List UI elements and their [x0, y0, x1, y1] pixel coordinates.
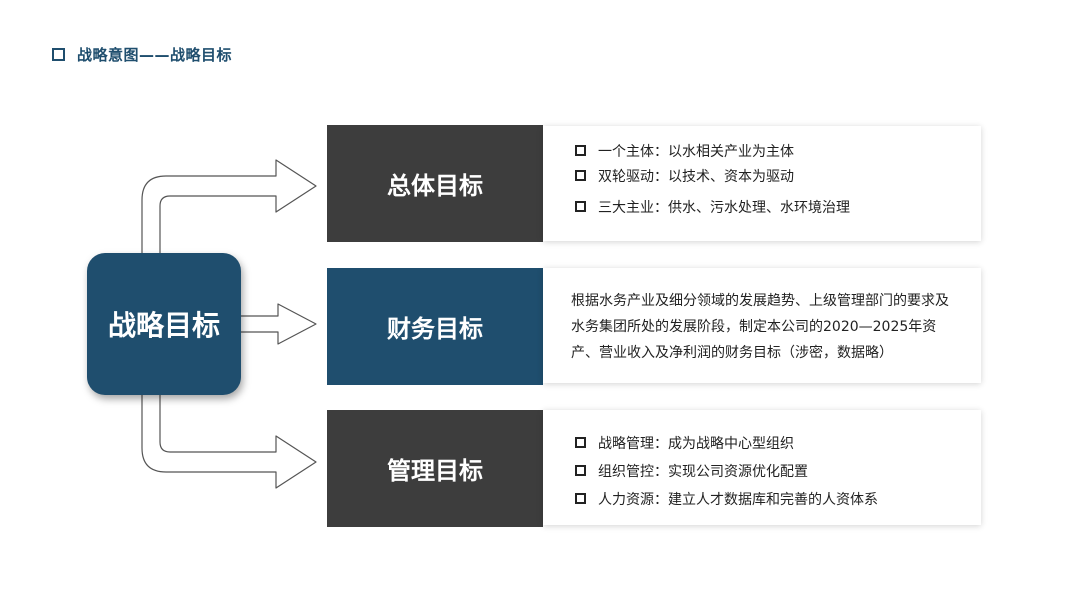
- financial-goal-text: 根据水务产业及细分领域的发展趋势、上级管理部门的要求及水务集团所处的发展阶段，制…: [571, 293, 949, 361]
- checkbox-bullet-icon: [575, 201, 586, 212]
- checkbox-bullet-icon: [575, 465, 586, 476]
- overall-goal-label: 总体目标: [387, 172, 483, 200]
- overall-goal-card: 一个主体：以水相关产业为主体 双轮驱动：以技术、资本为驱动 三大主业：供水、污水…: [543, 126, 981, 241]
- list-item: 人力资源：建立人才数据库和完善的人资体系: [575, 486, 878, 511]
- bullet-text: 双轮驱动：以技术、资本为驱动: [598, 168, 794, 185]
- page-header: 战略意图——战略目标: [52, 43, 232, 65]
- bullet-text: 三大主业：供水、污水处理、水环境治理: [598, 199, 850, 216]
- list-item: 双轮驱动：以技术、资本为驱动: [575, 163, 850, 188]
- square-bullet-icon: [52, 47, 65, 61]
- checkbox-bullet-icon: [575, 493, 586, 504]
- strategic-goal-node: 战略目标: [87, 253, 241, 395]
- arrow-to-management-goal: [141, 395, 317, 489]
- arrow-to-financial-goal: [241, 303, 317, 345]
- overall-goal-box: 总体目标: [327, 125, 543, 242]
- financial-goal-label: 财务目标: [387, 315, 483, 343]
- management-goal-label: 管理目标: [387, 457, 483, 485]
- checkbox-bullet-icon: [575, 170, 586, 181]
- bullet-text: 人力资源：建立人才数据库和完善的人资体系: [598, 491, 878, 508]
- list-item: 三大主业：供水、污水处理、水环境治理: [575, 194, 850, 219]
- management-goal-box: 管理目标: [327, 410, 543, 527]
- list-item: 战略管理：成为战略中心型组织: [575, 430, 878, 455]
- bullet-text: 一个主体：以水相关产业为主体: [598, 143, 794, 160]
- arrow-to-overall-goal: [141, 159, 317, 253]
- center-label: 战略目标: [107, 309, 220, 342]
- financial-goal-box: 财务目标: [327, 268, 543, 385]
- bullet-text: 战略管理：成为战略中心型组织: [598, 435, 794, 452]
- checkbox-bullet-icon: [575, 437, 586, 448]
- list-item: 组织管控：实现公司资源优化配置: [575, 458, 878, 483]
- list-item: 一个主体：以水相关产业为主体: [575, 138, 850, 163]
- checkbox-bullet-icon: [575, 145, 586, 156]
- page-title: 战略意图——战略目标: [77, 45, 233, 64]
- bullet-text: 组织管控：实现公司资源优化配置: [598, 463, 808, 480]
- management-goal-card: 战略管理：成为战略中心型组织 组织管控：实现公司资源优化配置 人力资源：建立人才…: [543, 410, 981, 525]
- financial-goal-card: 根据水务产业及细分领域的发展趋势、上级管理部门的要求及水务集团所处的发展阶段，制…: [543, 268, 981, 383]
